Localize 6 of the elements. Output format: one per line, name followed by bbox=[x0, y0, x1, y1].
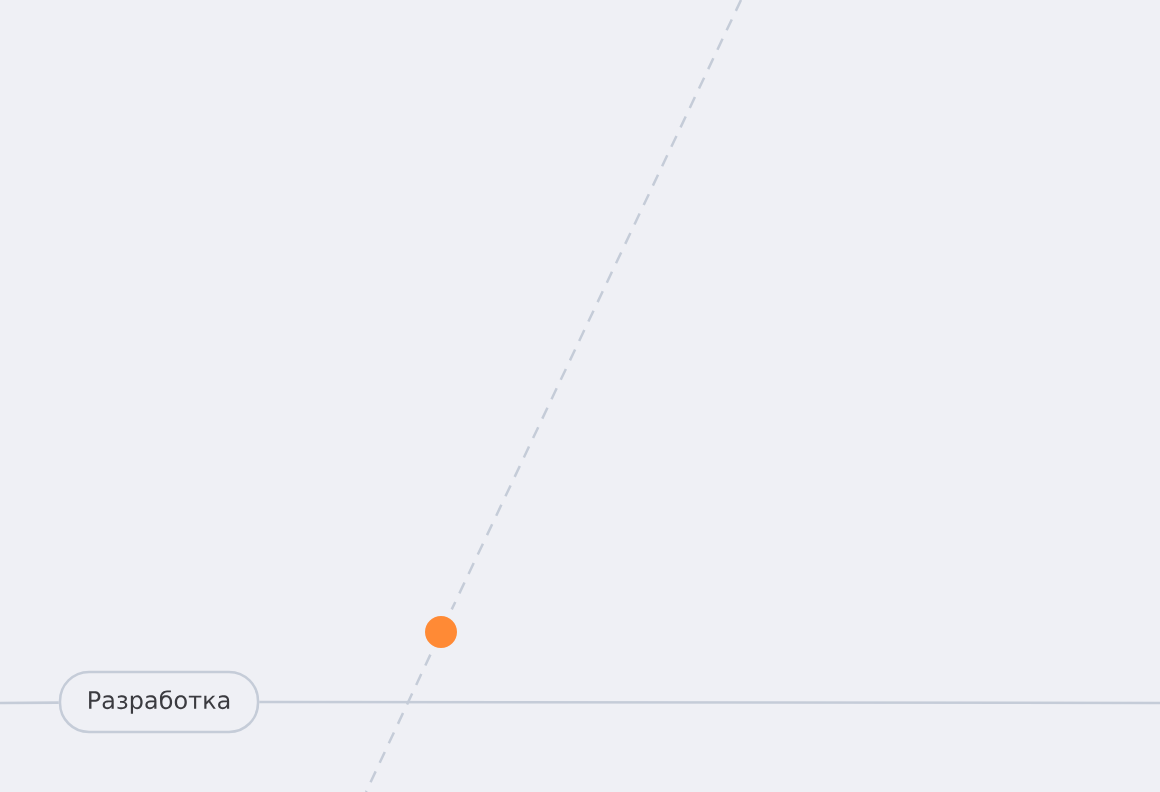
timeline-line bbox=[0, 701, 59, 705]
dashed-line bbox=[364, 654, 432, 792]
marker-dot bbox=[425, 616, 457, 648]
timeline-line bbox=[259, 700, 1160, 705]
dashed-line bbox=[450, 0, 743, 610]
stage-pill: Разработка bbox=[58, 670, 260, 734]
